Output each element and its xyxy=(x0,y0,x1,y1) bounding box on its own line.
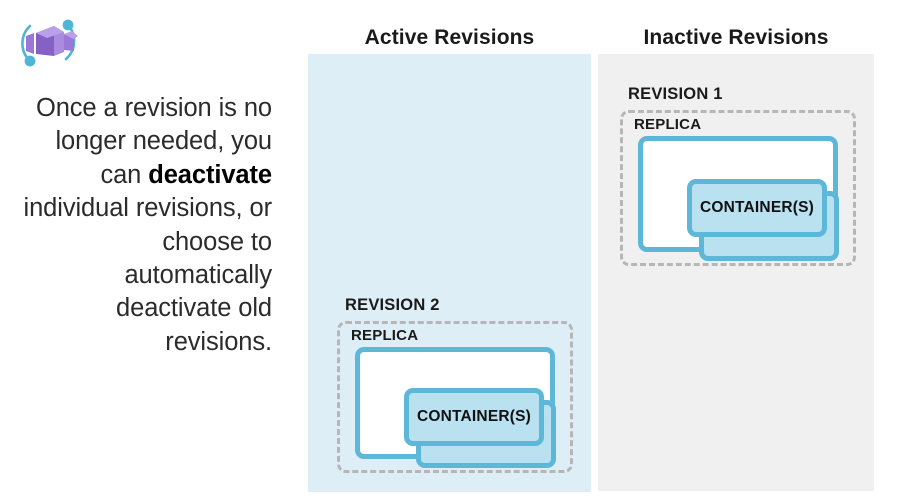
revision-1-replica-frame: CONTAINER(S) xyxy=(638,136,839,261)
revision-1-container-card-front: CONTAINER(S) xyxy=(687,179,827,237)
description-text-part-2: individual revisions, or choose to autom… xyxy=(23,194,273,356)
revision-1-container-label: CONTAINER(S) xyxy=(699,199,815,216)
left-description-panel: Once a revision is no longer needed, you… xyxy=(0,0,292,501)
revision-group-1: REVISION 1 REPLICA CONTAINER(S) xyxy=(620,85,856,266)
revision-2-container-card-front: CONTAINER(S) xyxy=(404,388,544,446)
inactive-revisions-column xyxy=(598,54,874,491)
revision-2-dashed-boundary xyxy=(337,321,573,473)
description-text-part-1: Once a revision is no longer needed, you… xyxy=(35,94,272,189)
revision-1-label: REVISION 1 xyxy=(628,85,723,103)
revision-2-replica-frame: CONTAINER(S) xyxy=(355,347,556,468)
column-header-inactive-revisions: Inactive Revisions xyxy=(643,26,829,49)
revision-1-replica-label: REPLICA xyxy=(634,116,702,133)
revision-2-container-label: CONTAINER(S) xyxy=(416,408,532,425)
revision-group-2: REVISION 2 REPLICA CONTAINER(S) xyxy=(337,296,573,473)
description-emphasis-deactivate: deactivate xyxy=(148,160,272,189)
column-header-active-revisions: Active Revisions xyxy=(364,26,535,49)
azure-container-apps-logo-icon xyxy=(14,12,82,74)
revision-2-label: REVISION 2 xyxy=(345,296,440,314)
description-text: Once a revision is no longer needed, you… xyxy=(10,92,273,359)
revision-2-replica-label: REPLICA xyxy=(351,327,419,344)
revision-1-dashed-boundary xyxy=(620,110,856,266)
